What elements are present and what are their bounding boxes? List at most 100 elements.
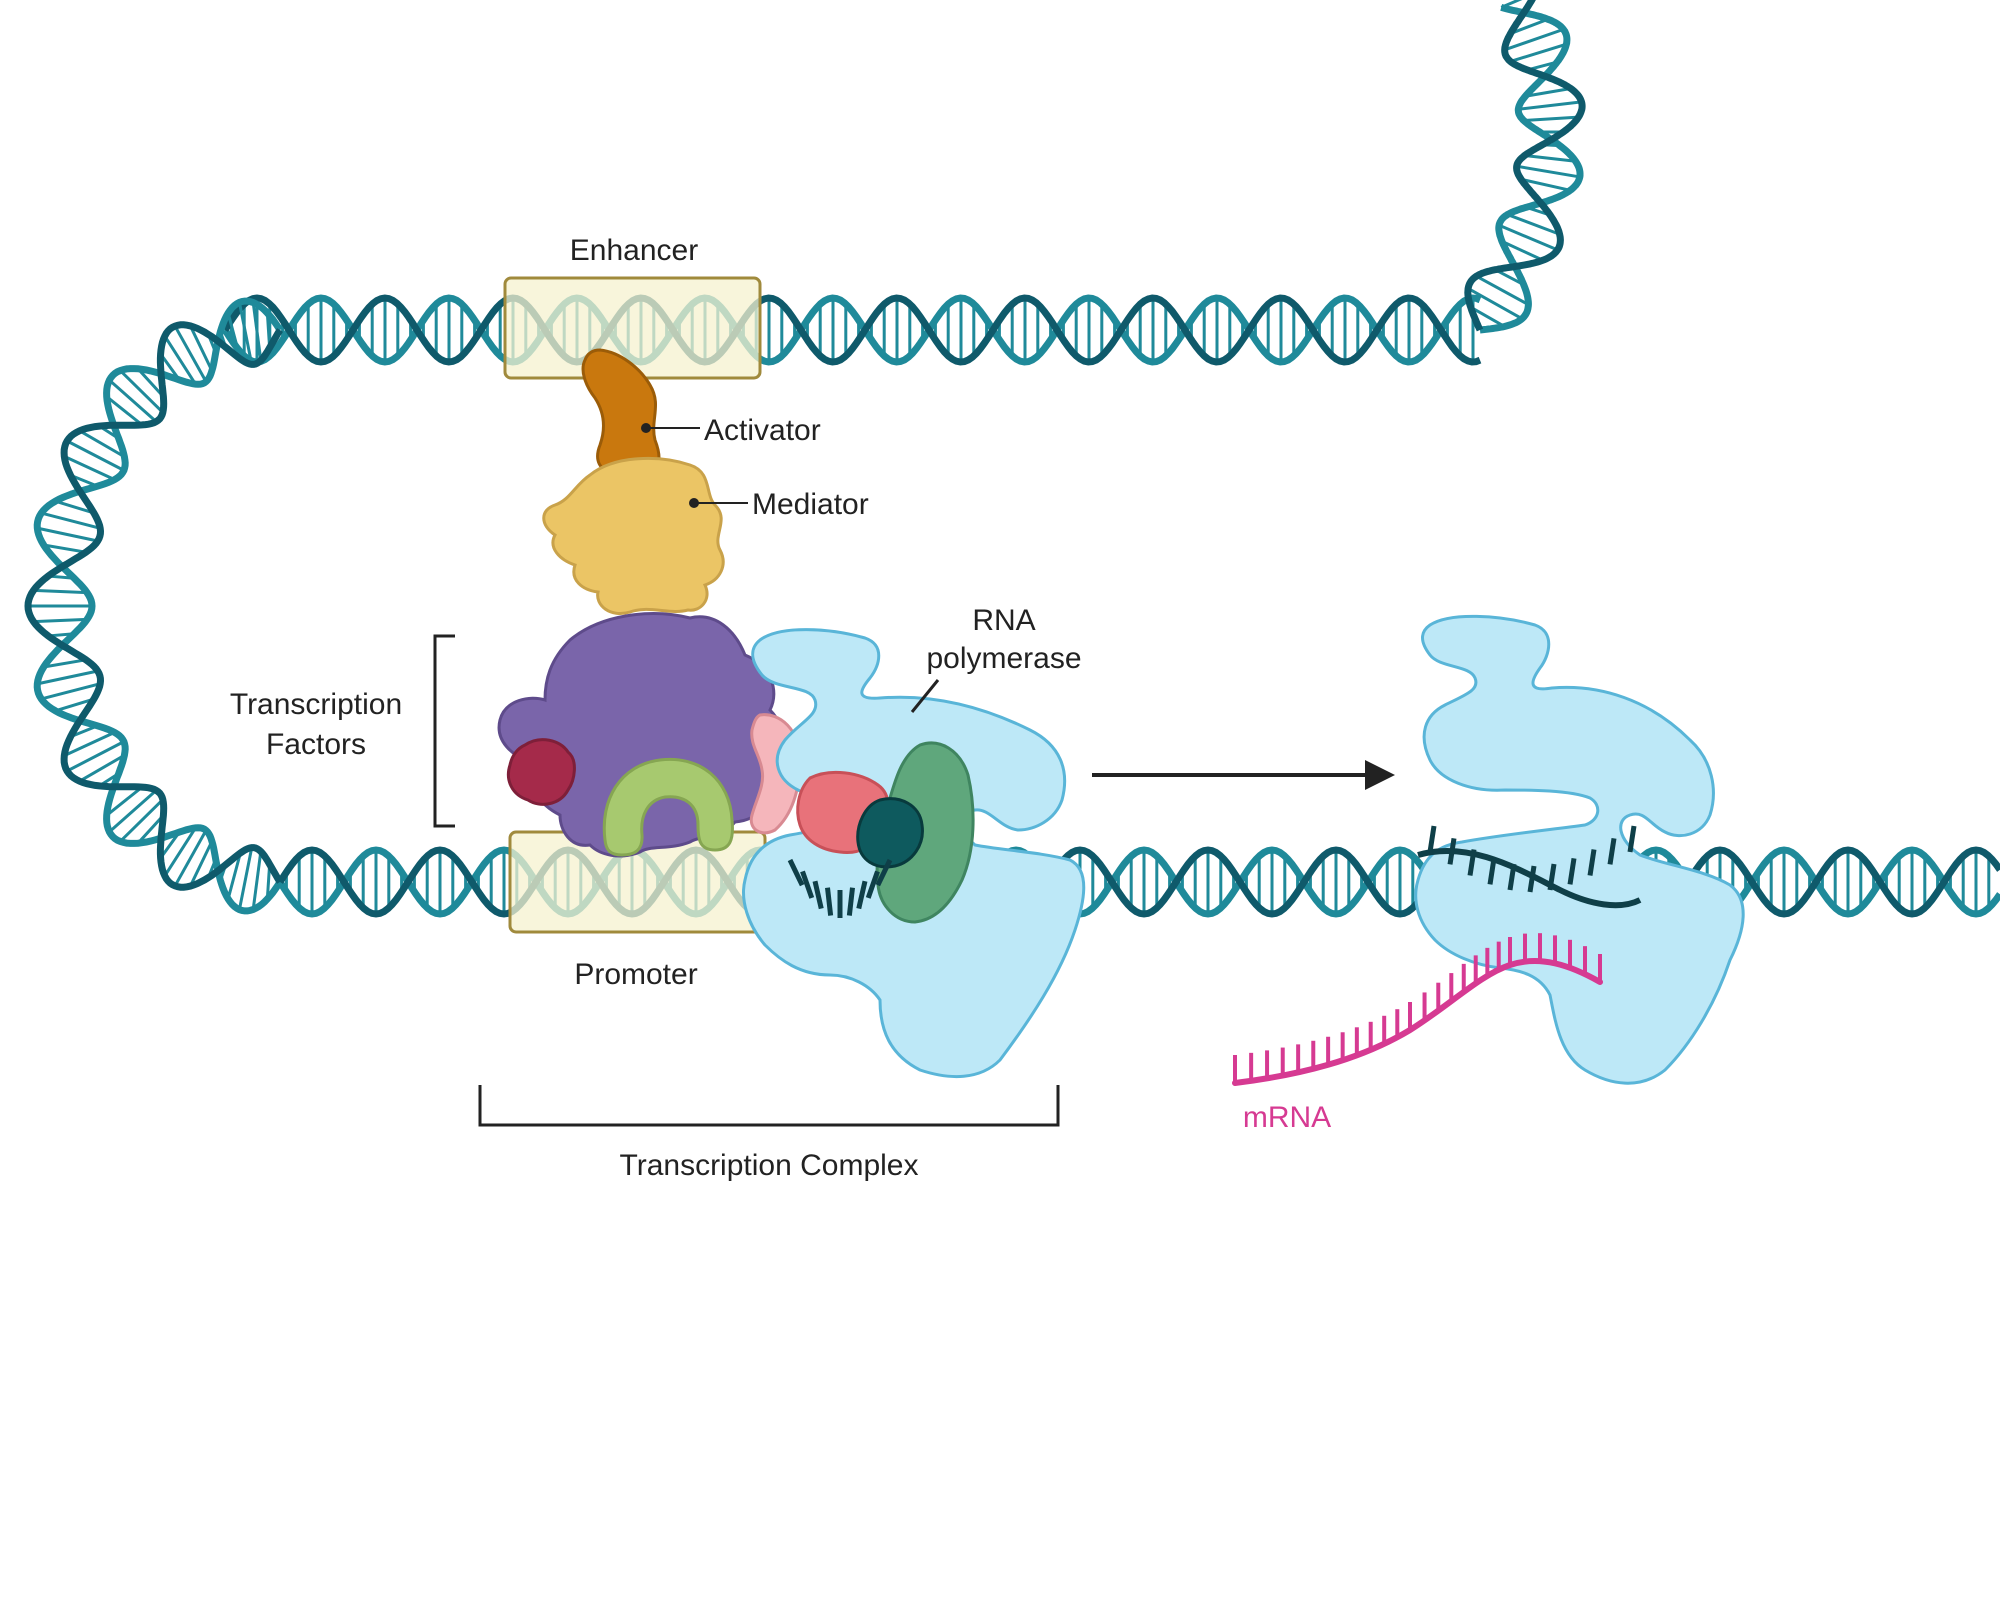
base-pair [173,325,208,383]
transcription-complex-label: Transcription Complex [620,1149,919,1182]
transcription-factor-red [506,738,576,806]
base-pair [1509,17,1549,35]
transcription-complex-bracket [478,1085,1060,1127]
base-pair [1500,0,1523,9]
base-pair [1516,164,1581,179]
base-pair [54,697,95,713]
template-base [875,858,893,887]
mediator-protein [542,457,725,615]
dna-helix-upper [222,294,1482,366]
base-pair [36,526,99,543]
dna-strand [222,294,1482,366]
base-pair [63,731,116,757]
polymerase-template-strand-left [787,858,893,918]
template-base [1627,825,1637,853]
template-base [1567,857,1577,885]
base-pair [1467,287,1523,321]
dna-helix-top-right [1464,0,1586,334]
template-base [1427,825,1437,853]
transcription-factor-light-green [602,757,734,857]
enhancer-label: Enhancer [570,234,698,267]
dna-strand [24,321,283,891]
base-pair [136,814,165,845]
dna-strand [1479,4,1584,334]
base-pair [1524,154,1576,163]
mrna-label: mRNA [1243,1101,1331,1134]
base-pair [163,827,197,877]
template-base [856,880,868,910]
base-pair [66,439,125,472]
transcription-factors-label-line2: Factors [266,728,366,761]
mrna-bases [1233,933,1602,1083]
transcription-factors-bracket [433,634,455,828]
template-base [1447,837,1457,865]
base-pair [40,682,101,701]
base-pair [1501,240,1544,262]
base-pair [63,455,116,481]
base-pair [1523,115,1579,122]
rna-polymerase-label-line2: polymerase [926,642,1081,675]
template-base [865,870,880,899]
dna-strand [1464,0,1586,332]
template-base [846,887,855,916]
rna-polymerase-label-line1: RNA [972,604,1035,637]
dna-strand [222,294,1482,366]
base-pair [1504,27,1564,52]
base-pair [33,588,88,595]
base-pair [43,658,87,669]
base-pair [1469,305,1506,328]
base-pair [108,379,158,423]
template-base [1547,863,1557,891]
polymerase-template-strand-right [1417,825,1642,909]
template-strand [1417,848,1642,909]
template-base [812,880,824,910]
base-pair [54,499,95,515]
base-pair [1520,177,1571,192]
base-pair [251,302,263,361]
dna-helix-loop [24,297,283,915]
template-base [800,870,815,899]
base-pair [189,325,214,372]
base-pair [1498,223,1559,252]
base-pair [33,617,88,624]
base-pair [189,840,214,887]
base-pair [43,543,87,554]
base-pair [163,335,197,385]
template-base [1487,857,1497,885]
dna-strand [33,297,283,915]
base-pair [237,847,254,910]
base-pair [173,829,208,887]
mrna-strand [1232,958,1603,1086]
base-pair [226,852,242,900]
base-pair [78,753,126,783]
base-pair [105,785,144,817]
base-pair [66,740,125,773]
template-base [1527,865,1537,893]
base-pair [1518,100,1582,111]
mediator-label: Mediator [752,488,869,521]
base-pair [237,302,254,365]
template-base [787,858,805,887]
transition-arrow-head [1365,760,1395,790]
template-base [1467,849,1477,876]
activator-label: Activator [704,414,821,447]
template-base [1587,849,1597,876]
base-pair [1509,42,1567,63]
template-base [1607,837,1617,865]
rna-polymerase-pointer [910,679,940,713]
transcription-factor-dark-teal [856,797,924,869]
base-pair [1525,87,1572,98]
base-pair [226,312,242,360]
base-pair [105,395,144,427]
base-pair [36,669,99,686]
base-pair [251,851,263,910]
template-base [1507,863,1517,891]
base-pair [108,789,158,833]
base-pair [1475,274,1530,306]
base-pair [40,511,101,530]
template-base [825,887,834,916]
base-pair [119,798,164,843]
base-pair [1507,213,1561,236]
base-pair [78,429,126,459]
